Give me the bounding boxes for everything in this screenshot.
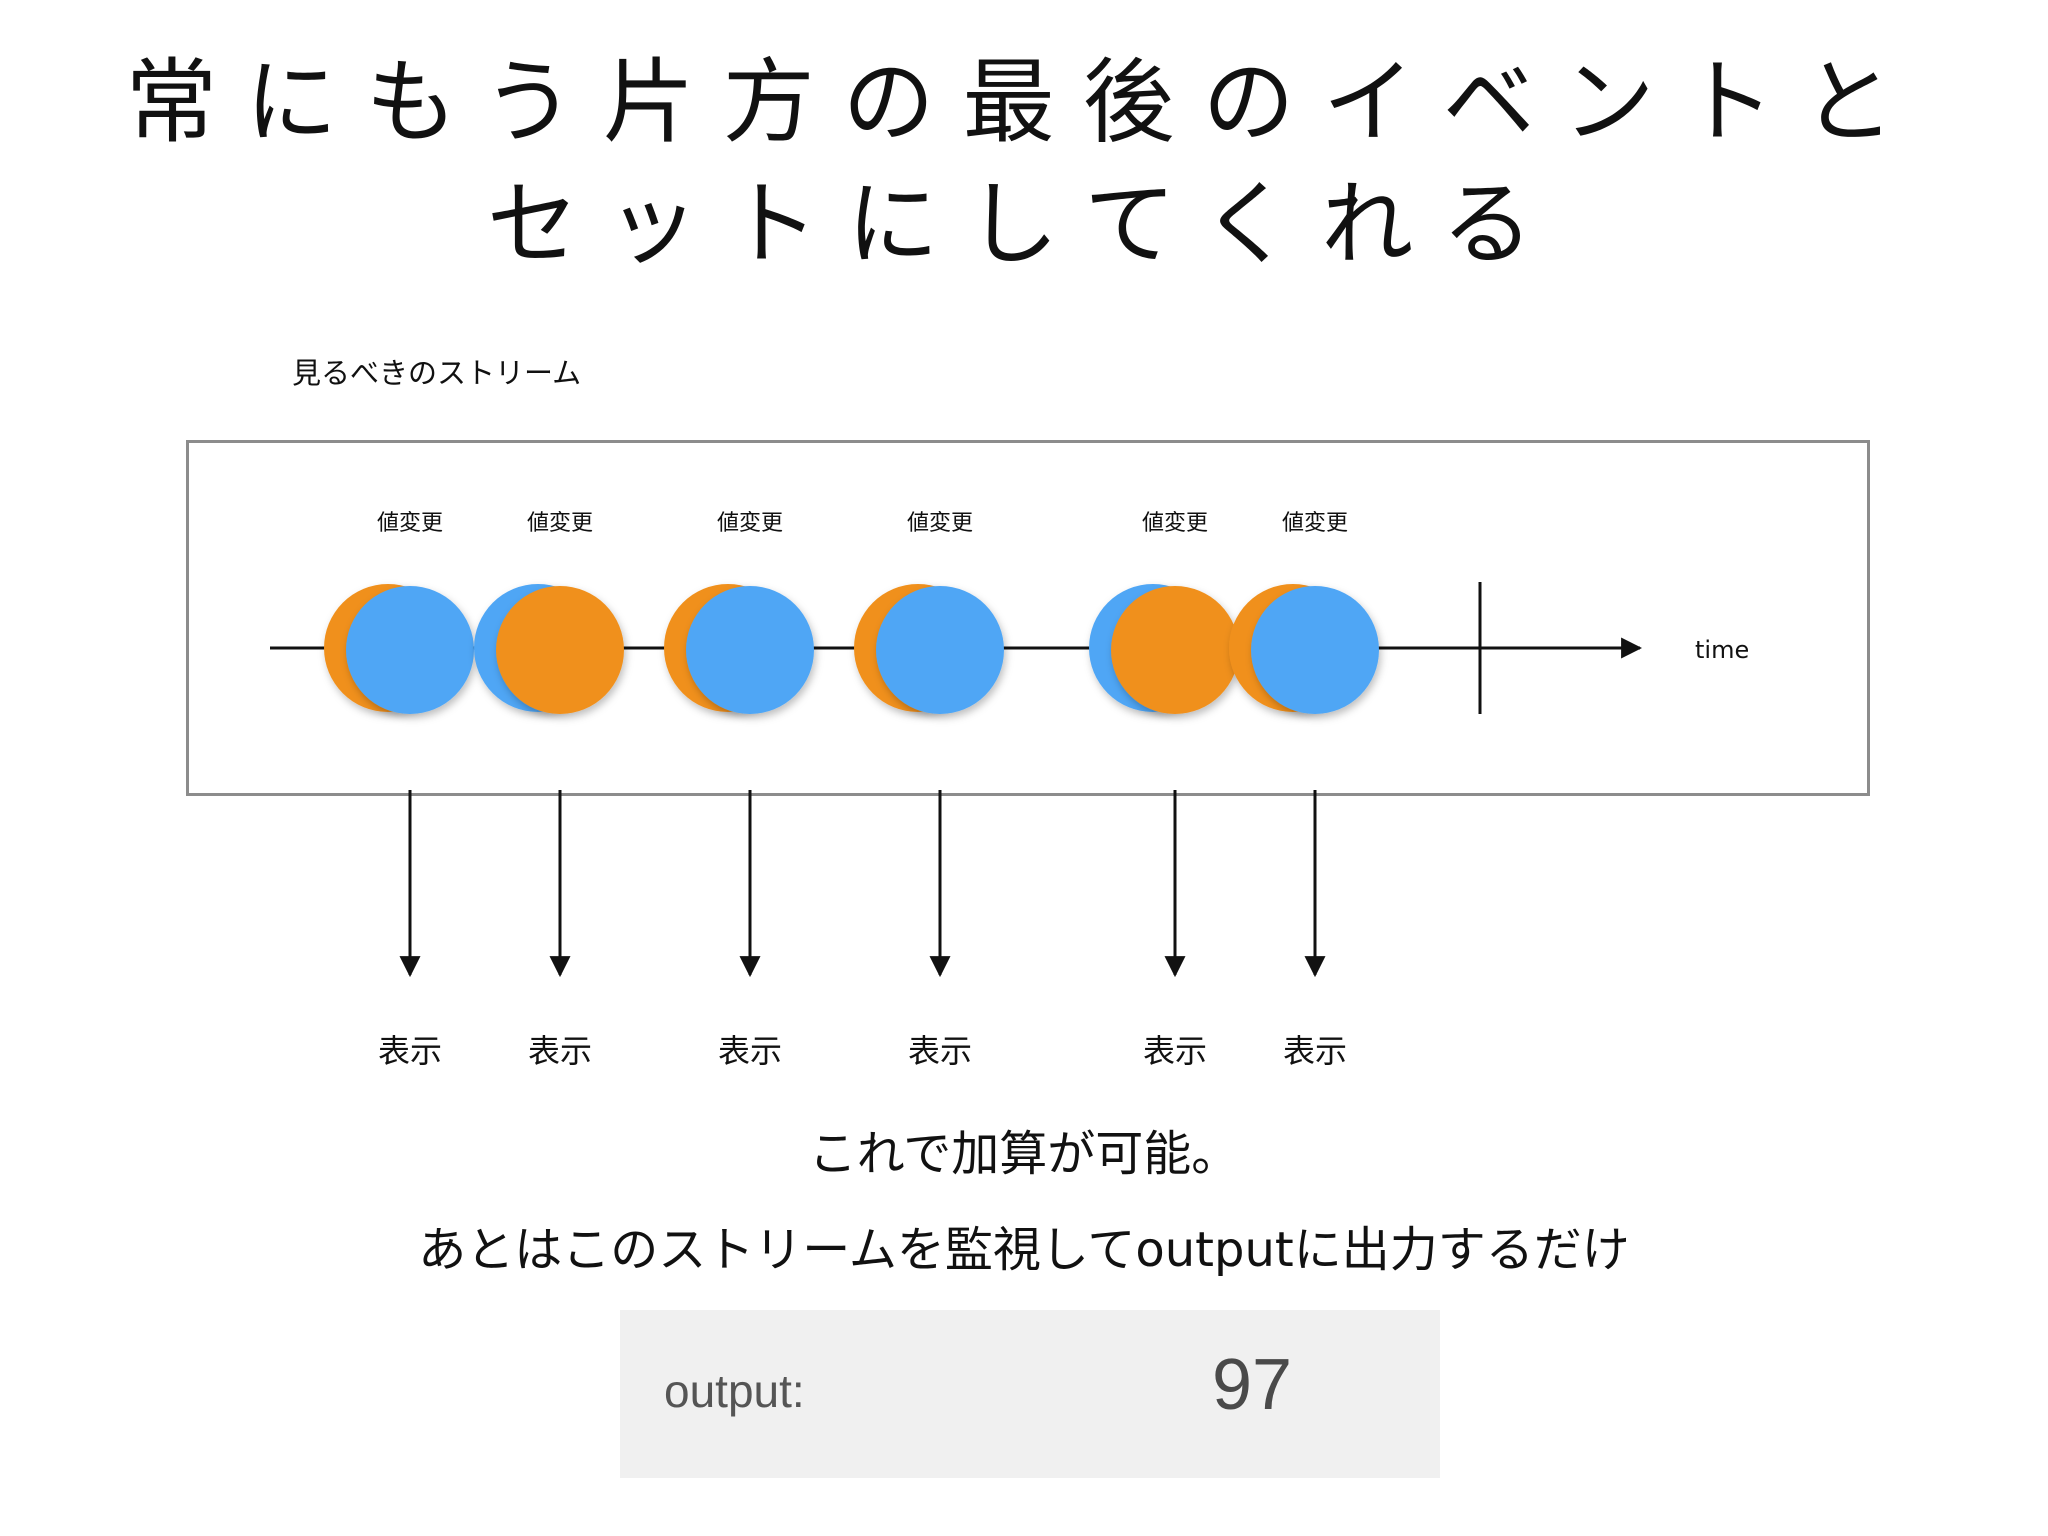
stream-label: 見るべきのストリーム: [292, 356, 582, 390]
title-line-1: 常にもう片方の最後のイベントと: [125, 49, 1923, 156]
output-value: 97: [1212, 1345, 1293, 1425]
display-label: 表示: [528, 1032, 592, 1070]
stream-box: [186, 440, 1870, 796]
instruction-text: あとはこのストリームを監視してoutputに出力するだけ: [418, 1222, 1630, 1278]
summary-text: これで加算が可能。: [808, 1126, 1240, 1182]
display-label: 表示: [378, 1032, 442, 1070]
display-label: 表示: [1143, 1032, 1207, 1070]
output-label: output:: [664, 1365, 805, 1417]
title-line-2: セットにしてくれる: [486, 171, 1562, 278]
display-label: 表示: [1283, 1032, 1347, 1070]
display-label: 表示: [908, 1032, 972, 1070]
display-label: 表示: [718, 1032, 782, 1070]
output-panel: output: 97: [620, 1310, 1440, 1478]
